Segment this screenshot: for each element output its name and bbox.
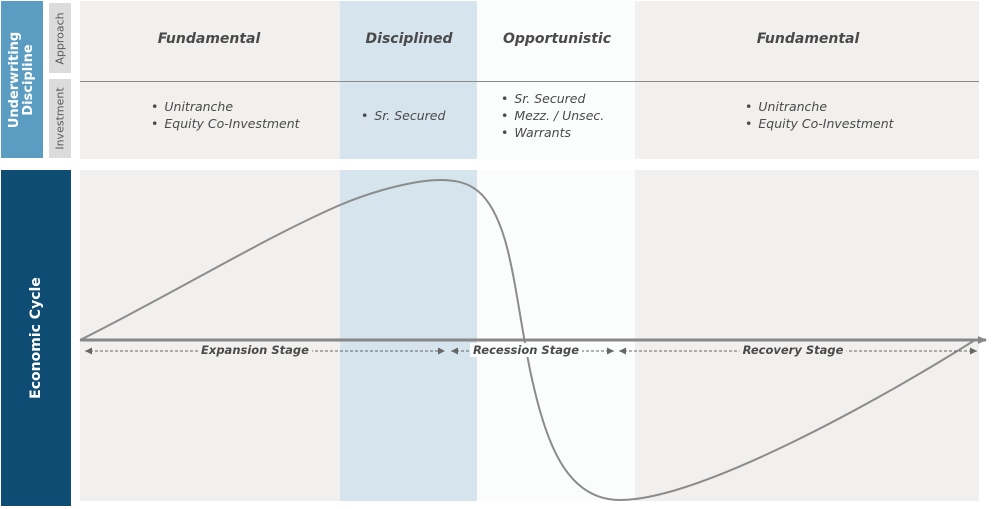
- cycle-panel-recovery: [635, 170, 979, 501]
- recovery-stage-label: Recovery Stage: [739, 343, 847, 357]
- list-item: Sr. Secured: [361, 107, 445, 124]
- phase-panel-expansion: [80, 1, 340, 159]
- investment-list-3: Sr. Secured Mezz. / Unsec. Warrants: [501, 90, 604, 141]
- underwriting-discipline-label: Underwriting Discipline: [1, 1, 43, 158]
- phase-panel-recovery: [635, 1, 979, 159]
- list-item: Mezz. / Unsec.: [501, 107, 604, 124]
- list-item: Unitranche: [151, 98, 300, 115]
- row-divider: [80, 81, 979, 82]
- expansion-stage-label: Expansion Stage: [198, 343, 312, 357]
- list-item: Equity Co-Investment: [151, 115, 299, 132]
- approach-heading-2: Disciplined: [365, 31, 453, 47]
- investment-list-4: Unitranche Equity Co-Investment: [745, 98, 894, 132]
- list-item: Equity Co-Investment: [745, 115, 893, 132]
- economic-cycle-curve: [79, 178, 976, 502]
- approach-heading-1: Fundamental: [157, 31, 261, 47]
- list-item: Unitranche: [745, 98, 894, 115]
- phase-panel-disciplined: [340, 1, 477, 159]
- economic-cycle-label: Economic Cycle: [1, 170, 71, 506]
- approach-heading-4: Fundamental: [756, 31, 860, 47]
- approach-row-tab: Approach: [49, 3, 71, 73]
- list-item: Sr. Secured: [501, 90, 604, 107]
- cycle-panel-disciplined: [340, 170, 477, 501]
- investment-list-1: Unitranche Equity Co-Investment: [151, 98, 300, 132]
- list-item: Warrants: [501, 124, 604, 141]
- cycle-panel-opportunistic: [477, 170, 635, 501]
- investment-row-tab: Investment: [49, 79, 71, 158]
- recession-stage-label: Recession Stage: [470, 343, 582, 357]
- investment-list-2: Sr. Secured: [361, 107, 445, 124]
- approach-heading-3: Opportunistic: [502, 31, 612, 47]
